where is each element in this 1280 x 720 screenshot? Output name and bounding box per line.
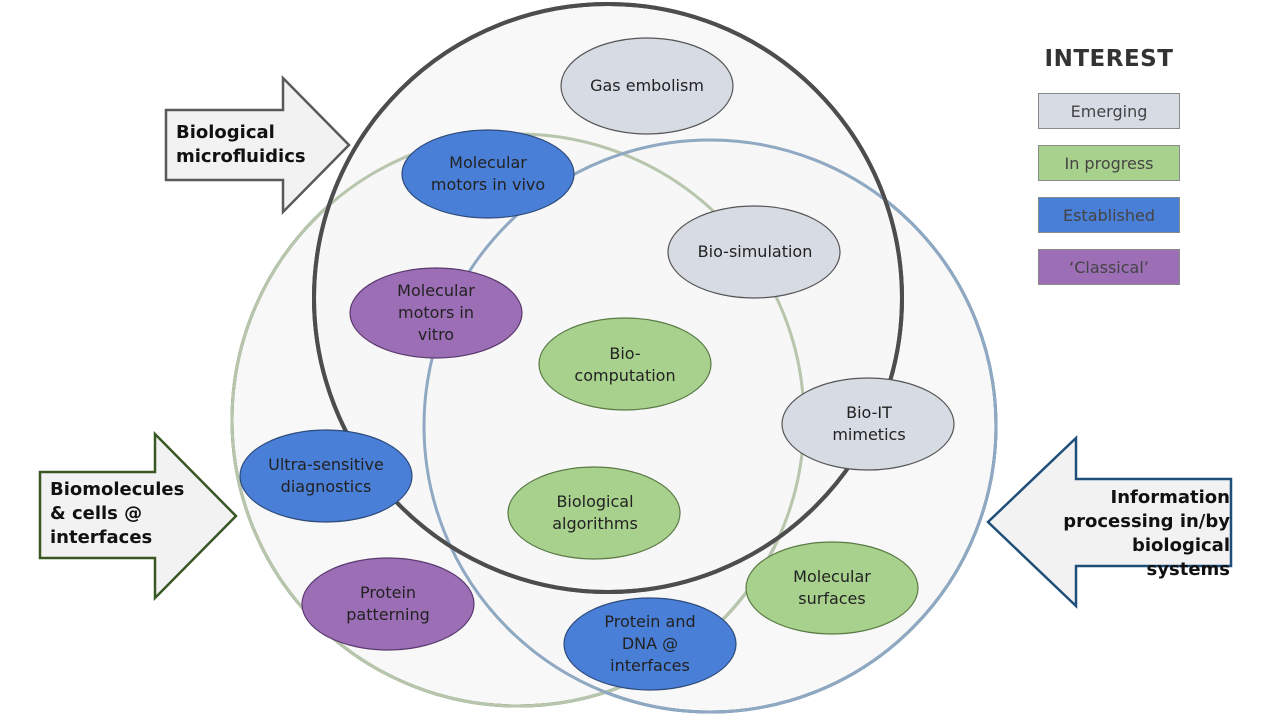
arrow-biological-microfluidics xyxy=(164,74,351,216)
topic-molecular-surfaces: Molecular surfaces xyxy=(793,567,871,608)
topic-protein-dna: Protein and DNA @ interfaces xyxy=(604,612,696,675)
blue-circle-inner-outline xyxy=(422,138,998,714)
topic-bio-simulation: Bio-simulation xyxy=(697,242,813,261)
topic-protein-patterning: Protein patterning xyxy=(346,583,430,624)
legend-in-progress: In progress xyxy=(1038,145,1180,181)
legend-established: Established xyxy=(1038,197,1180,233)
ellipse-gas-embolism xyxy=(560,37,734,135)
legend-classical: ‘Classical’ xyxy=(1038,249,1180,285)
topic-bio-it: Bio-IT mimetics xyxy=(832,403,906,444)
topic-gas-embolism: Gas embolism xyxy=(590,76,704,95)
topic-motors-in-vitro: Molecular motors in vitro xyxy=(397,281,475,344)
label-information: Information processing in/by biological … xyxy=(1063,487,1230,580)
topic-bio-algorithms: Biological algorithms xyxy=(552,492,638,533)
ellipse-motors-in-vitro xyxy=(349,267,523,359)
ellipse-bio-algorithms xyxy=(507,466,681,560)
ellipse-protein-dna xyxy=(563,597,737,691)
label-biological-microfluidics: Biological microfluidics xyxy=(176,122,306,167)
label-biomolecules: Biomolecules & cells @ interfaces xyxy=(50,479,185,548)
ellipse-ultra-sensitive xyxy=(239,429,413,523)
topic-bio-computation: Bio-computation xyxy=(574,344,676,385)
arrow-biomolecules xyxy=(38,430,238,602)
arrow-information xyxy=(986,435,1233,609)
ellipse-bio-computation xyxy=(538,317,712,411)
ellipse-protein-patterning xyxy=(301,557,475,651)
legend-title: INTEREST xyxy=(1044,46,1174,72)
topic-ultra-sensitive: Ultra-sensitive diagnostics xyxy=(268,455,384,496)
ellipse-molecular-surfaces xyxy=(745,541,919,635)
ellipse-bio-it xyxy=(781,377,955,471)
grey-circle-outline xyxy=(312,2,904,594)
ellipse-motors-in-vivo xyxy=(401,129,575,219)
legend-emerging: Emerging xyxy=(1038,93,1180,129)
topic-motors-in-vivo: Molecular motors in vivo xyxy=(430,153,546,194)
ellipse-bio-simulation xyxy=(667,205,841,299)
